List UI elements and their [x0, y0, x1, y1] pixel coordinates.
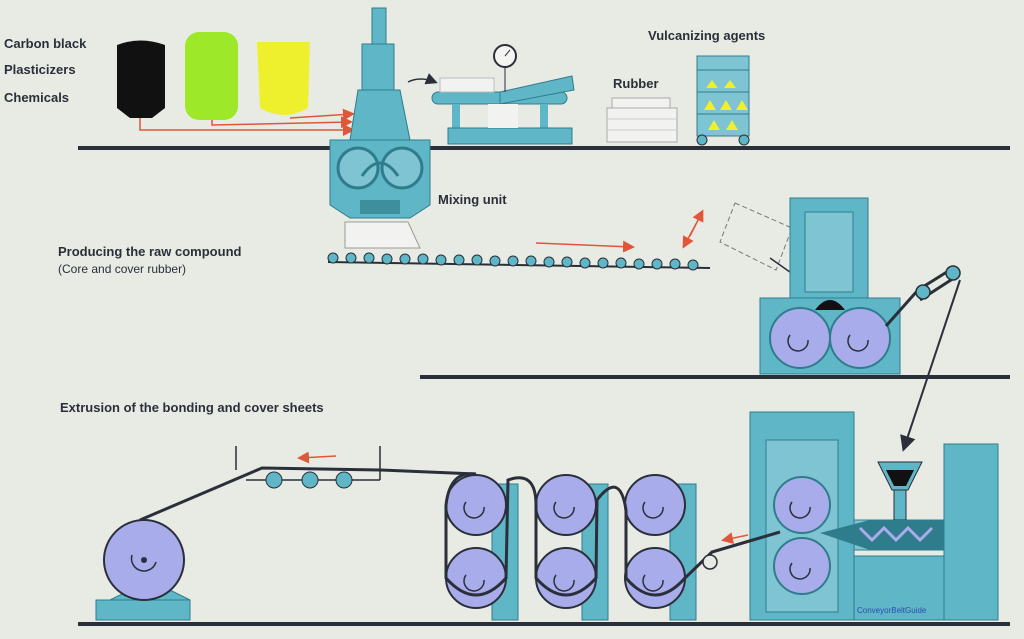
sheet-direction-arrow [721, 532, 749, 545]
producing-title: Producing the raw compound [58, 244, 242, 259]
compound-outlet [344, 221, 421, 249]
plasticizers-label: Plasticizers [4, 62, 76, 77]
takeoff-pulley-1 [915, 284, 931, 300]
extrusion-title: Extrusion of the bonding and cover sheet… [60, 400, 324, 415]
feed-arrow-3 [289, 108, 355, 121]
carbon-black-label: Carbon black [4, 36, 87, 51]
vulcanizing-agents-rack [696, 55, 750, 146]
feed-arrow-1 [139, 118, 355, 136]
watermark-text: ConveyorBeltGuide [857, 606, 927, 615]
carbon-black-container [117, 40, 165, 118]
weighing-conveyor [431, 75, 575, 145]
chemicals-label: Chemicals [4, 90, 70, 105]
strip-to-extruder-arrow [900, 279, 961, 452]
loading-chute [407, 73, 438, 85]
cooling-rollers [445, 474, 697, 621]
rubber-bales [606, 97, 678, 143]
take-up-table [235, 446, 381, 489]
extruder-calender [749, 411, 999, 621]
producing-subtitle: (Core and cover rubber) [58, 262, 187, 276]
sheet-belt-path [139, 466, 781, 597]
two-roll-mill [759, 197, 901, 375]
tipping-hopper-outline [719, 202, 793, 271]
takeoff-pulley-2 [945, 265, 961, 281]
direction-arrow-icon [535, 240, 635, 253]
curved-arrow-icon [130, 554, 157, 572]
dial-gauge-icon [493, 44, 517, 92]
rubber-label: Rubber [613, 76, 659, 91]
mixing-unit-label: Mixing unit [438, 192, 507, 207]
tilt-arrow-2 [682, 223, 697, 249]
guide-pulley [702, 554, 718, 570]
wind-up-reel [95, 519, 191, 621]
table-direction-arrow [297, 451, 337, 464]
plasticizers-container [185, 32, 238, 120]
mixing-unit [329, 7, 431, 219]
feed-arrow-2 [211, 116, 353, 129]
vulcanizing-agents-label: Vulcanizing agents [648, 28, 766, 43]
roller-conveyor [327, 252, 711, 271]
chemicals-container [257, 42, 310, 115]
